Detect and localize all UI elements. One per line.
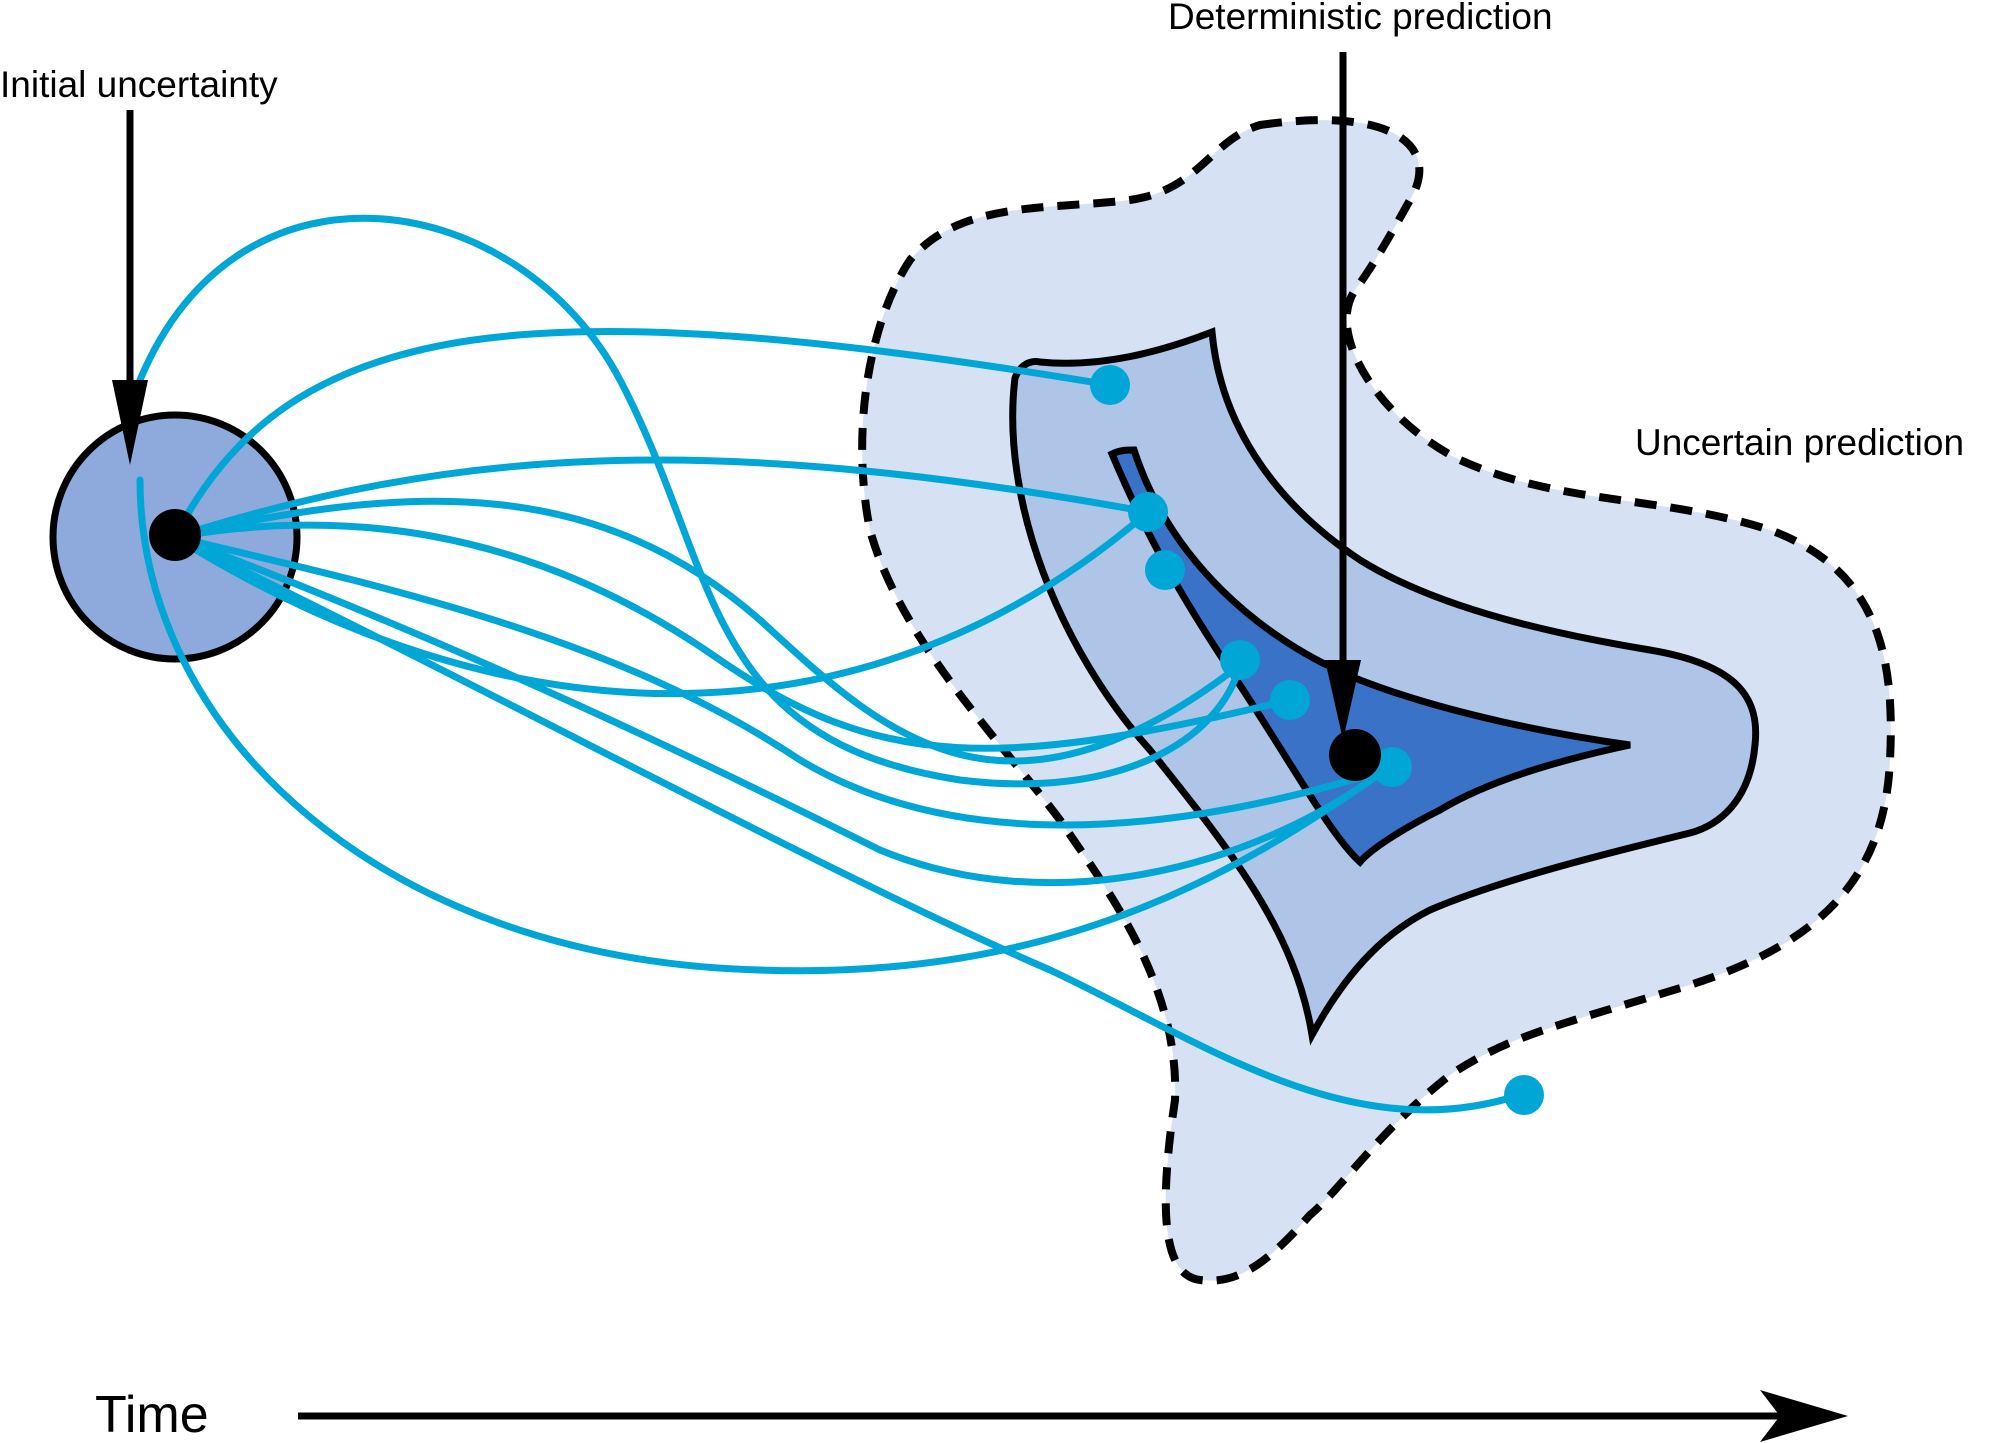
trajectory-10 (171, 533, 1524, 1114)
middle-prediction-region (1009, 327, 1760, 1046)
trajectory-9 (136, 476, 1389, 975)
time-axis-label: Time (95, 1386, 209, 1443)
trajectory-1 (171, 327, 1114, 541)
time-arrow-head (1760, 1390, 1848, 1442)
endpoint-4 (1220, 640, 1260, 680)
endpoint-7 (1504, 1075, 1544, 1115)
trajectory-2 (171, 456, 1152, 541)
initial-arrow-head (112, 380, 148, 465)
trajectory-6 (171, 533, 1389, 829)
endpoint-1 (1090, 365, 1130, 405)
deterministic-prediction-label: Deterministic prediction (1168, 0, 1553, 37)
uncertain-prediction-label: Uncertain prediction (1635, 422, 1964, 463)
annotation-arrows (112, 52, 1848, 1442)
deterministic-point (1329, 729, 1381, 781)
endpoint-2 (1128, 492, 1168, 532)
trajectory-endpoints (1090, 365, 1544, 1115)
trajectory-5 (171, 521, 1294, 752)
endpoint-6 (1372, 747, 1412, 787)
trajectories (136, 214, 1524, 1114)
trajectory-7 (171, 533, 1389, 887)
endpoint-5 (1270, 680, 1310, 720)
initial-point (149, 509, 201, 561)
deterministic-arrow-head (1325, 660, 1361, 740)
endpoint-3 (1145, 550, 1185, 590)
initial-uncertainty-label: Initial uncertainty (0, 64, 278, 105)
trajectory-8 (136, 214, 1244, 788)
trajectory-4 (171, 497, 1244, 765)
